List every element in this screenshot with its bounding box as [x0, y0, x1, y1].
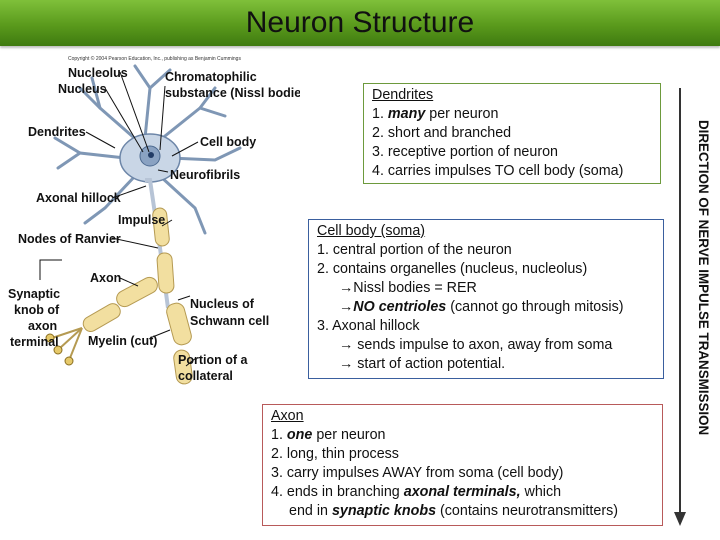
copyright-text: Copyright © 2004 Pearson Education, Inc.…: [68, 55, 241, 62]
axon-line-4-em: axonal terminals,: [403, 484, 521, 500]
label-myelin: Myelin (cut): [88, 334, 157, 348]
myelin-segments: [82, 207, 193, 385]
page-title: Neuron Structure: [245, 6, 475, 39]
axon-line-1-em: one: [286, 427, 313, 443]
label-synaptic-1: Synaptic: [8, 287, 60, 301]
axon-line-5-em: synaptic knobs: [331, 503, 437, 519]
label-synaptic-4: terminal: [10, 335, 59, 349]
axon-line-1-num: 1.: [271, 427, 283, 443]
label-nucleus-of-1: Nucleus of: [190, 297, 255, 311]
dendrites-item-1-rest: per neuron: [425, 106, 499, 122]
dendrites-box: Dendrites 1. many per neuron 2. short an…: [363, 83, 661, 184]
axon-line-3: 3. carry impulses AWAY from soma (cell b…: [271, 465, 564, 481]
cell-body-line-4: →NO centrioles (cannot go through mitosi…: [317, 298, 655, 317]
direction-arrow-line: [679, 88, 681, 518]
label-dendrites: Dendrites: [28, 125, 86, 139]
label-nucleus: Nucleus: [58, 82, 107, 96]
dendrites-heading: Dendrites: [372, 87, 434, 103]
cell-body-line-3: →Nissl bodies = RER: [339, 280, 477, 296]
dendrites-item-4: 4. carries impulses TO cell body (soma): [372, 163, 624, 179]
axon-line-2: 2. long, thin process: [271, 446, 399, 462]
axon-terminals: [51, 327, 83, 359]
label-neurofibrils: Neurofibrils: [170, 168, 240, 182]
axon-box: Axon 1. one per neuron 2. long, thin pro…: [262, 404, 663, 526]
dendrites-item-3: 3. receptive portion of neuron: [372, 144, 558, 160]
label-chromatophilic-2: substance (Nissl bodies): [165, 86, 300, 100]
axon-heading: Axon: [271, 408, 304, 424]
axon-line-4: 4. ends in branching axonal terminals, w…: [271, 483, 654, 502]
dendrites-item-1: 1. many per neuron: [372, 105, 652, 124]
cell-body-line-6: → sends impulse to axon, away from soma: [339, 337, 613, 353]
label-nucleus-of-2: Schwann cell: [190, 314, 269, 328]
axon-line-5-rest: (contains neurotransmitters): [436, 503, 618, 519]
cell-body-heading: Cell body (soma): [317, 223, 426, 239]
axon-line-5: end in synaptic knobs (contains neurotra…: [271, 502, 654, 521]
cell-body-line-5: 3. Axonal hillock: [317, 318, 420, 334]
label-impulse: Impulse: [118, 213, 165, 227]
cell-body-line-4-em: →NO centrioles: [339, 299, 447, 315]
dendrites-item-1-num: 1.: [372, 106, 384, 122]
cell-body-line-7: → start of action potential.: [339, 356, 506, 372]
side-label-text: DIRECTION OF NERVE IMPULSE TRANSMISSION: [696, 120, 711, 436]
axon-line-5-pre: end in: [289, 503, 332, 519]
dendrites-item-1-em: many: [387, 106, 426, 122]
cell-body-line-1: 1. central portion of the neuron: [317, 242, 512, 258]
dendrite-branches: [53, 64, 242, 235]
direction-arrow-icon: [674, 512, 686, 526]
dendrites-item-2: 2. short and branched: [372, 125, 512, 141]
title-bar: Neuron Structure: [0, 0, 720, 46]
synaptic-knobs: [45, 333, 74, 366]
axon-line-4-rest: which: [520, 484, 562, 500]
label-axon: Axon: [90, 271, 121, 285]
axon-line-4-pre: 4. ends in branching: [271, 484, 404, 500]
axon-line-1-rest: per neuron: [312, 427, 386, 443]
cell-body-line-2: 2. contains organelles (nucleus, nucleol…: [317, 261, 588, 277]
axon-line-1: 1. one per neuron: [271, 426, 654, 445]
label-nodes-of-ranvier: Nodes of Ranvier: [18, 232, 121, 246]
cell-body-line-4-rest: (cannot go through mitosis): [446, 299, 624, 315]
leader-lines: [85, 71, 199, 367]
side-label: DIRECTION OF NERVE IMPULSE TRANSMISSION: [692, 120, 716, 485]
synaptic-leader: [39, 259, 62, 280]
label-chromatophilic-1: Chromatophilic: [165, 70, 257, 84]
label-nucleolus: Nucleolus: [68, 66, 128, 80]
neuron-diagram: Copyright © 2004 Pearson Education, Inc.…: [8, 55, 300, 385]
label-cell-body: Cell body: [200, 135, 256, 149]
label-axonal-hillock: Axonal hillock: [36, 191, 121, 205]
nucleolus-shape: [148, 152, 154, 158]
cell-body-box: Cell body (soma) 1. central portion of t…: [308, 219, 664, 379]
label-synaptic-2: knob of: [14, 303, 60, 317]
label-portion-1: Portion of a: [178, 353, 248, 367]
label-portion-2: collateral: [178, 369, 233, 383]
label-synaptic-3: axon: [28, 319, 57, 333]
